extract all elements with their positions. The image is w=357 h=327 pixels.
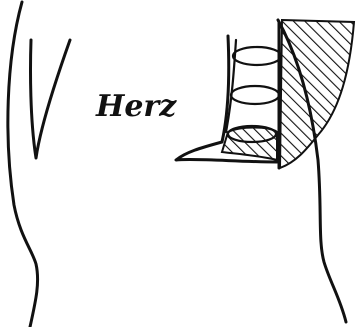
left-inner-contour: [31, 40, 70, 158]
upper-oval: [233, 47, 281, 65]
herz-label: Herz: [95, 89, 177, 124]
middle-oval: [231, 86, 279, 104]
left-body-outline: [8, 2, 38, 327]
lower-hatched-band: [222, 128, 277, 161]
